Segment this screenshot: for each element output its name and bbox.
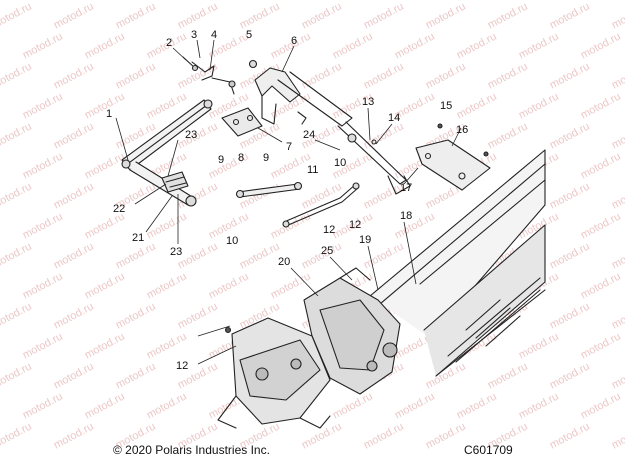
callout-21: 21: [132, 232, 144, 244]
callout-23a: 23: [185, 129, 197, 141]
callout-8: 8: [238, 152, 244, 164]
callout-labels: 1 2 3 4 5 6 7 8 9 9 10 10 11 12 12 12 13…: [106, 29, 468, 372]
callout-15: 15: [440, 100, 452, 112]
callout-1: 1: [106, 108, 112, 120]
diagram-part-number: C601709: [464, 443, 513, 457]
callout-7: 7: [286, 141, 292, 153]
callout-5: 5: [246, 29, 252, 41]
callout-19: 19: [359, 234, 371, 246]
callout-2: 2: [166, 37, 172, 49]
callout-12b: 12: [323, 224, 335, 236]
callout-22: 22: [113, 203, 125, 215]
callout-17: 17: [400, 182, 412, 194]
part-7-bracket-plate: [221, 107, 263, 137]
callout-20: 20: [278, 256, 290, 268]
part-20-frame: [303, 267, 401, 395]
callout-24: 24: [303, 129, 315, 141]
callout-10a: 10: [226, 235, 238, 247]
part-2-3-4-hardware: [182, 56, 236, 95]
callout-10b: 10: [334, 157, 346, 169]
part-18-tunnel-track: [369, 149, 546, 377]
callout-11: 11: [307, 164, 318, 176]
callout-9a: 9: [218, 154, 224, 166]
callout-4: 4: [211, 29, 217, 41]
callout-25: 25: [321, 245, 333, 257]
copyright-notice: © 2020 Polaris Industries Inc.: [113, 443, 270, 457]
callout-12c: 12: [176, 360, 188, 372]
callout-6: 6: [291, 35, 297, 47]
callout-9b: 9: [263, 152, 269, 164]
leader-lines: [115, 39, 462, 365]
front-suspension-assembly: [217, 317, 331, 429]
part-8-tie-rod: [235, 181, 303, 199]
part-5-nut: [248, 59, 258, 69]
callout-14: 14: [388, 112, 400, 124]
callout-3: 3: [191, 29, 197, 41]
part-6-steering-post: [254, 67, 353, 127]
part-16-mount-bracket: [415, 123, 491, 191]
callout-23b: 23: [170, 246, 182, 258]
callout-13: 13: [362, 96, 374, 108]
part-11-drag-link: [282, 182, 360, 228]
part-22-bracket: [161, 171, 189, 193]
callout-18: 18: [400, 210, 412, 222]
callout-16: 16: [456, 124, 468, 136]
callout-12a: 12: [349, 219, 361, 231]
